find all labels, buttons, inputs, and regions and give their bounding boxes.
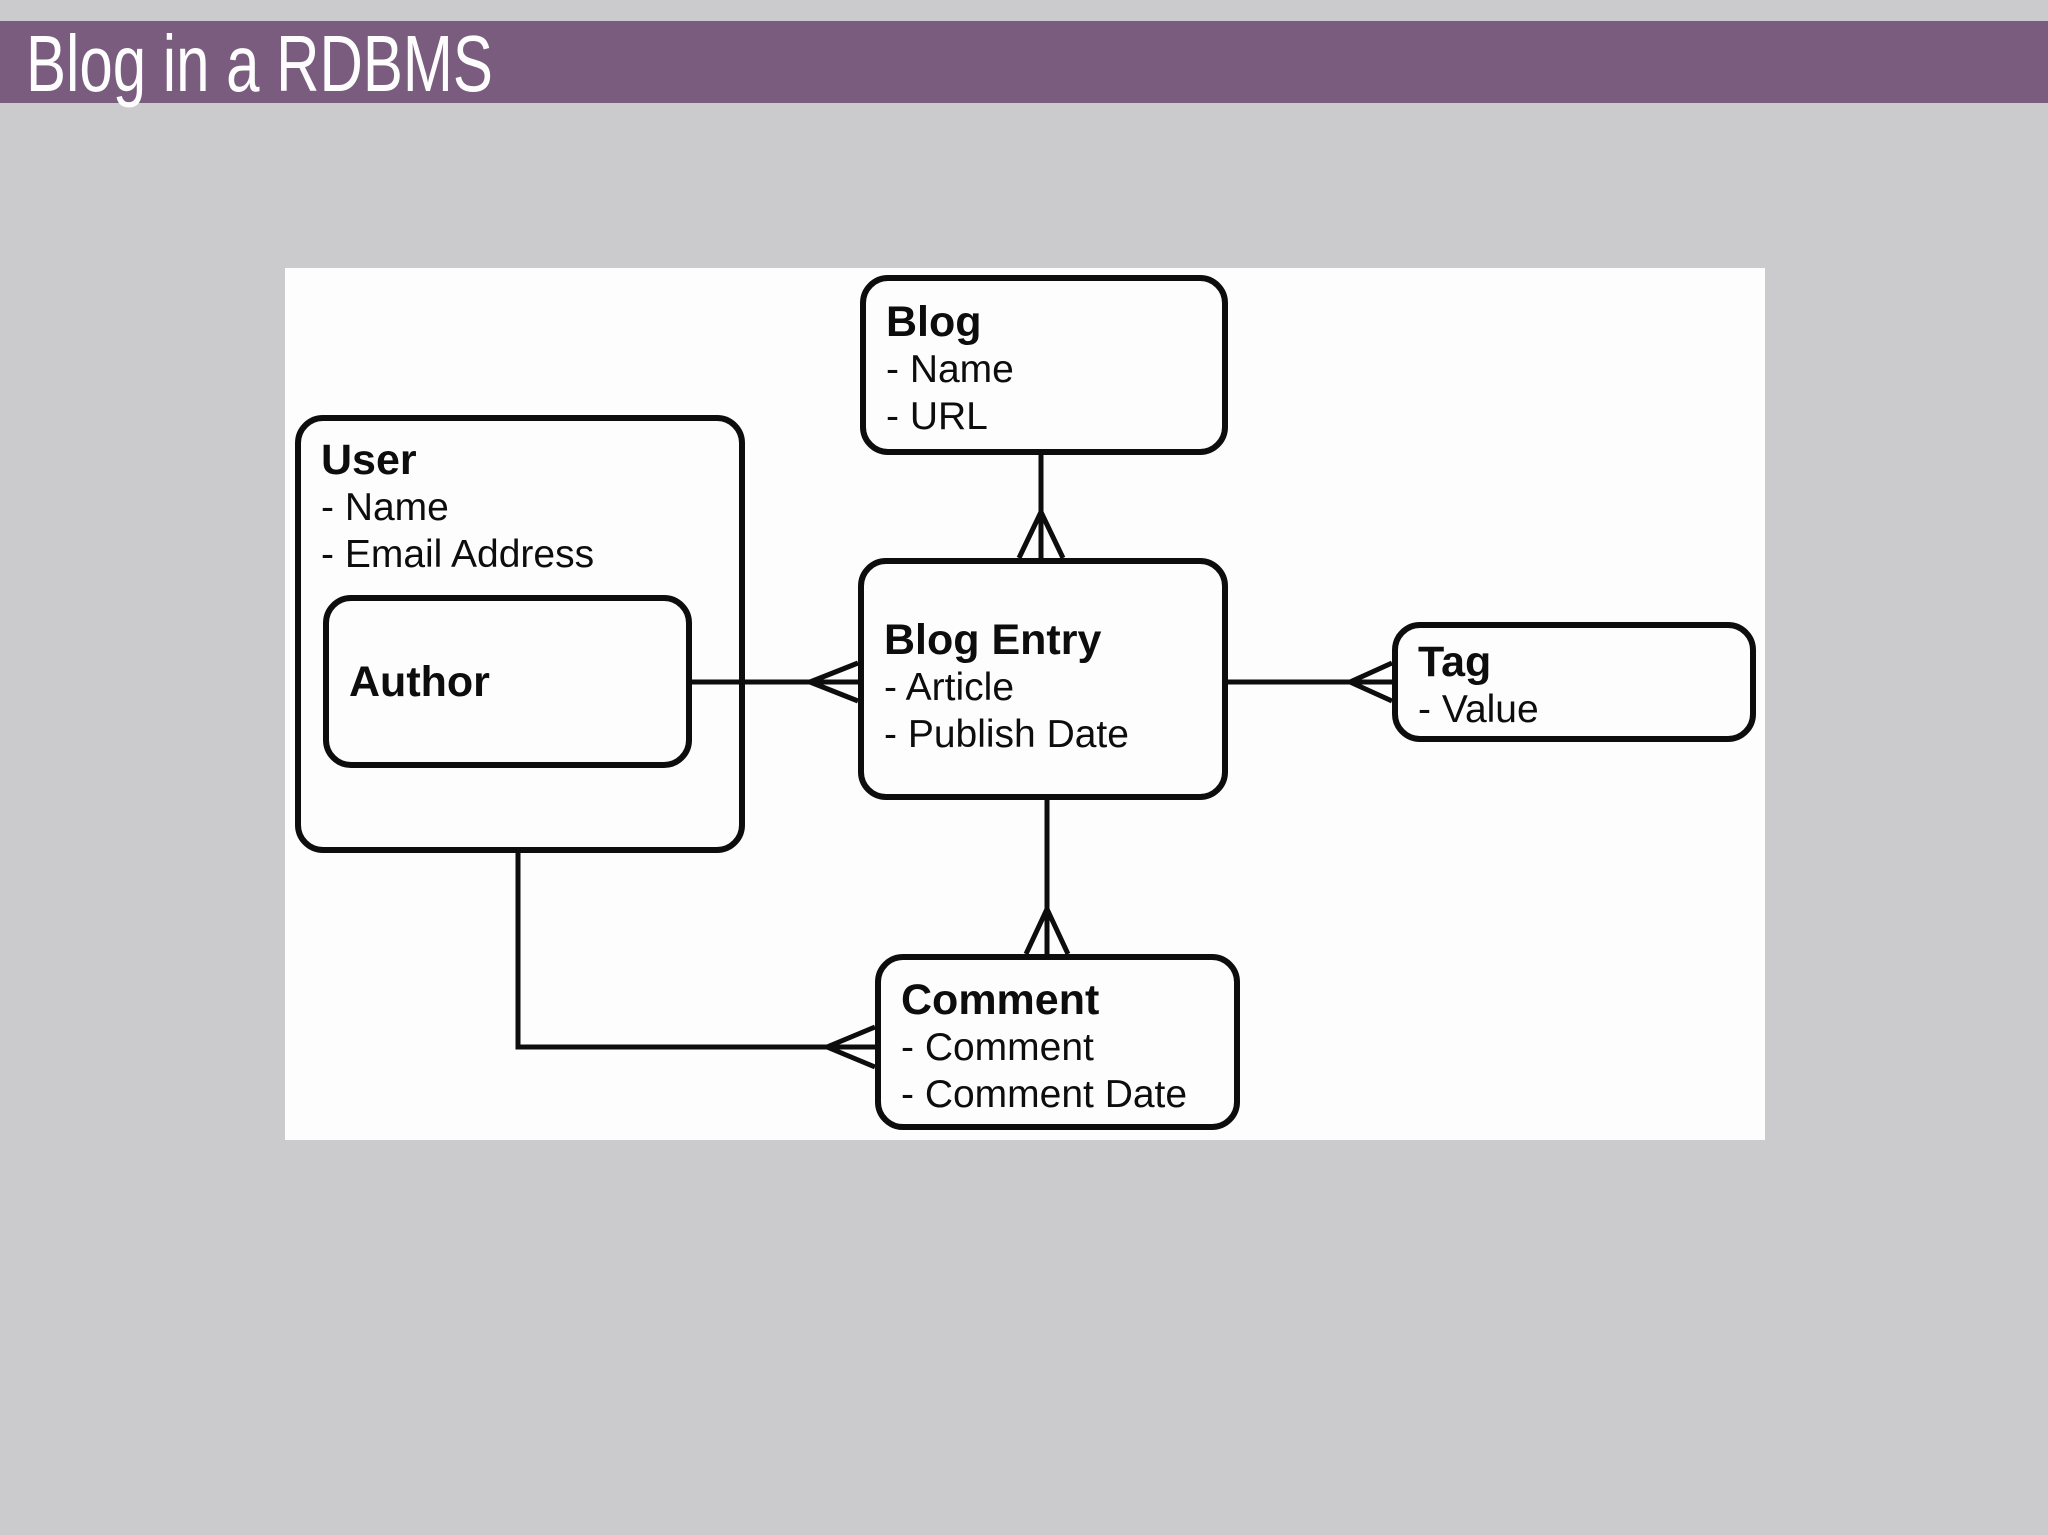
entity-blog: Blog - Name - URL xyxy=(860,275,1228,455)
connector-blogentry-comment xyxy=(1023,797,1071,956)
entity-comment-attribute: - Comment Date xyxy=(901,1073,1188,1116)
entity-blog-title: Blog xyxy=(886,298,982,346)
slide-title: Blog in a RDBMS xyxy=(26,19,493,108)
entity-blog-entry-attribute: - Article xyxy=(884,666,1015,709)
entity-user-attribute: - Name xyxy=(321,486,449,529)
entity-author: Author xyxy=(323,595,692,768)
crow-foot-many-icon xyxy=(1023,907,1071,956)
entity-blog-entry: Blog Entry - Article - Publish Date xyxy=(858,558,1228,800)
crow-foot-many-icon xyxy=(826,1024,876,1070)
entity-comment-title: Comment xyxy=(901,976,1100,1024)
connector-blogentry-tag xyxy=(1228,660,1394,704)
entity-tag: Tag - Value xyxy=(1392,622,1756,742)
diagram-canvas: Blog - Name - URL User - Name - Email Ad… xyxy=(285,268,1765,1140)
crow-foot-many-icon xyxy=(1016,510,1066,560)
connector-user-comment xyxy=(515,850,876,1070)
entity-author-title: Author xyxy=(349,657,490,706)
entity-comment: Comment - Comment - Comment Date xyxy=(875,954,1240,1130)
entity-blog-entry-title: Blog Entry xyxy=(884,616,1102,664)
entity-user-title: User xyxy=(321,436,417,484)
entity-blog-entry-attribute: - Publish Date xyxy=(884,713,1129,756)
entity-blog-attribute: - Name xyxy=(886,348,1014,391)
entity-comment-attribute: - Comment xyxy=(901,1026,1094,1069)
crow-foot-many-icon xyxy=(809,660,859,704)
crow-foot-many-icon xyxy=(1348,660,1394,704)
connector-line xyxy=(515,850,829,1050)
slide-title-bar: Blog in a RDBMS xyxy=(0,19,2048,108)
entity-tag-title: Tag xyxy=(1418,638,1492,686)
connector-blog-blogentry xyxy=(1016,452,1066,560)
entity-blog-attribute: - URL xyxy=(886,395,988,438)
entity-tag-attribute: - Value xyxy=(1418,688,1539,731)
entity-user-attribute: - Email Address xyxy=(321,533,595,576)
